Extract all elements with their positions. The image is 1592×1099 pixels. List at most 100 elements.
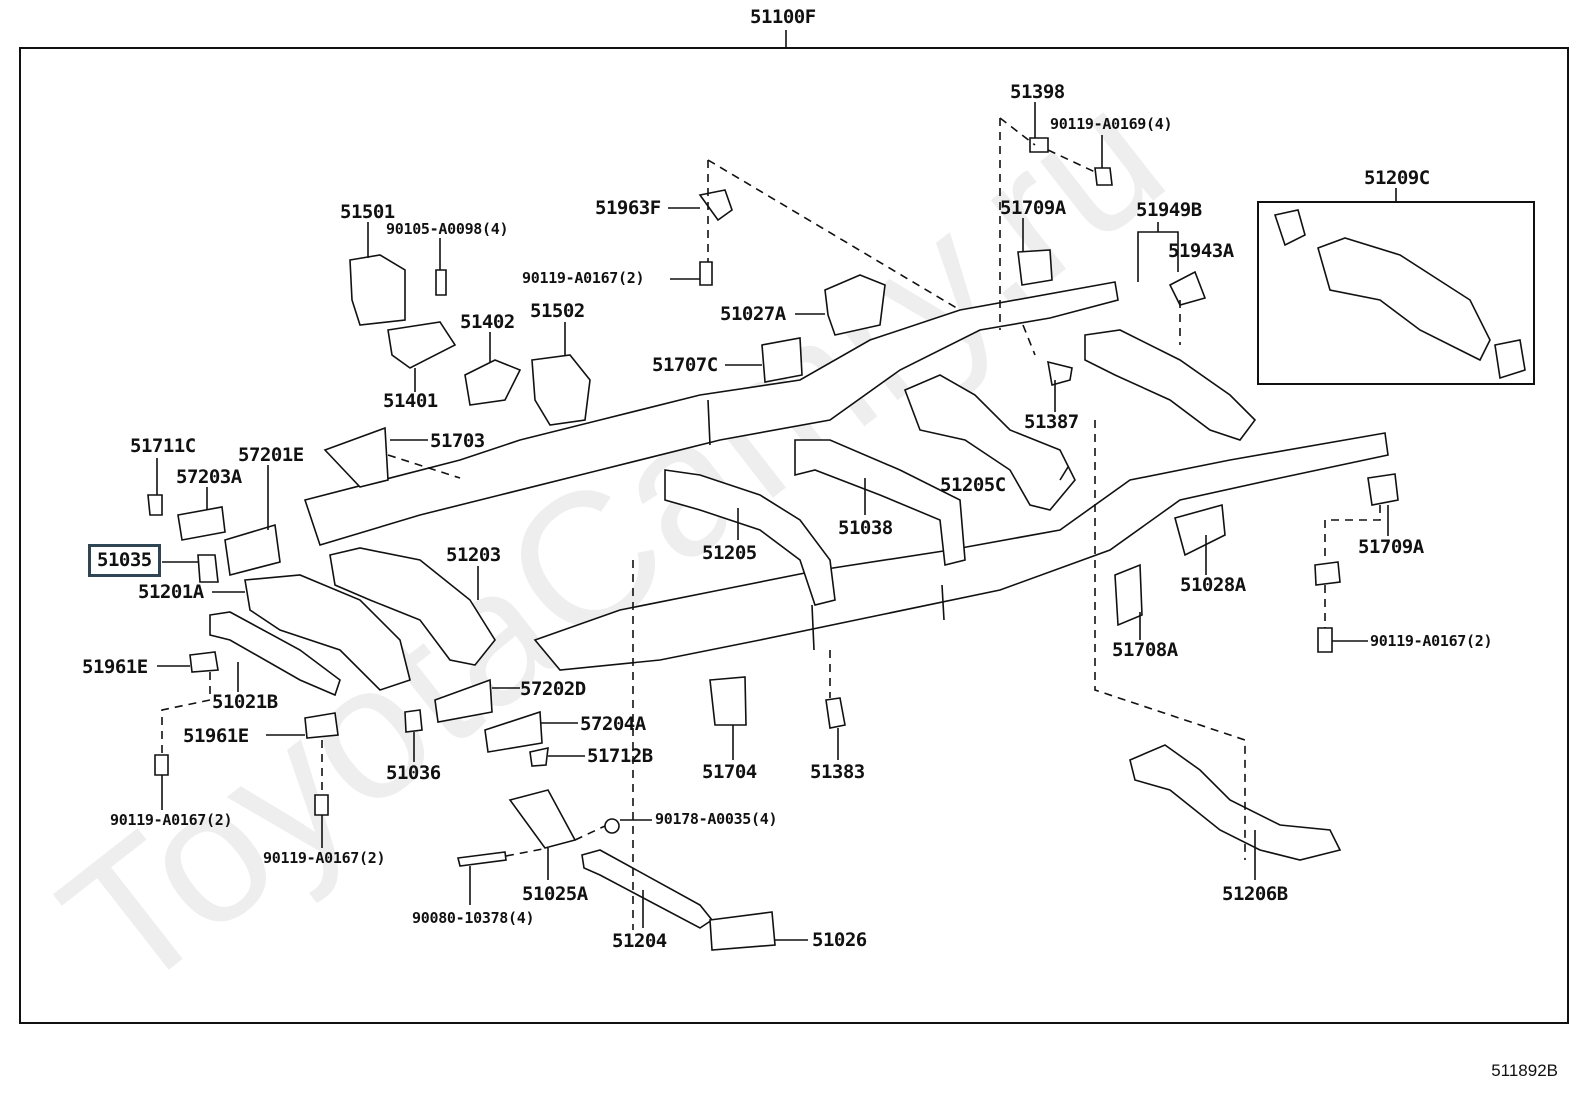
mount-51501[interactable] [349,254,406,326]
label-51501[interactable]: 51501 [340,201,395,223]
bracket-51963f[interactable] [698,189,733,222]
bracket-57201e[interactable] [224,523,281,576]
bracket-51401[interactable] [387,321,457,369]
label-51027a[interactable]: 51027A [720,303,786,325]
bolt-90080-10378[interactable] [457,851,507,867]
label-51711c[interactable]: 51711C [130,435,196,457]
clip-51961e-upper[interactable] [189,651,219,673]
label-51398[interactable]: 51398 [1010,81,1065,103]
clip-51711c[interactable] [147,494,163,516]
label-51502[interactable]: 51502 [530,300,585,322]
label-51038[interactable]: 51038 [838,517,893,539]
label-51387[interactable]: 51387 [1024,411,1079,433]
bolt-90119-a0167-mid[interactable] [314,794,329,816]
crossmember-51038[interactable] [794,439,966,566]
clip-51383[interactable] [825,697,846,729]
label-51401[interactable]: 51401 [383,390,438,412]
mount-51502[interactable] [531,354,591,426]
label-51949b[interactable]: 51949B [1136,199,1202,221]
bracket-51026[interactable] [709,911,776,951]
label-51204[interactable]: 51204 [612,930,667,952]
bracket-51709a-lower[interactable] [1367,473,1399,506]
bolt-90119-a0167-right[interactable] [1317,627,1333,653]
label-90080-10378[interactable]: 90080-10378(4) [412,909,535,927]
crossmember-51021b[interactable] [209,611,341,697]
clip-51712b[interactable] [529,746,549,767]
clip-51398[interactable] [1029,137,1049,153]
label-assembly-51100f[interactable]: 51100F [750,6,816,28]
label-90119-a0169[interactable]: 90119-A0169(4) [1050,115,1173,133]
label-51206b[interactable]: 51206B [1222,883,1288,905]
bolt-90105-a0098[interactable] [435,269,447,296]
label-90105-a0098[interactable]: 90105-A0098(4) [386,220,509,238]
label-51708a[interactable]: 51708A [1112,639,1178,661]
nut-90178-a0035[interactable] [604,818,620,834]
bracket-51025a[interactable] [508,789,577,849]
label-90119-a0167-left[interactable]: 90119-A0167(2) [110,811,233,829]
label-51203[interactable]: 51203 [446,544,501,566]
label-51026[interactable]: 51026 [812,929,867,951]
bracket-51402[interactable] [464,359,522,406]
crossmember-51205[interactable] [664,469,836,606]
part-51209c[interactable] [1273,209,1526,380]
bracket-57204a[interactable] [484,710,543,753]
label-57203a[interactable]: 57203A [176,466,242,488]
label-51209c[interactable]: 51209C [1364,167,1430,189]
bracket-51027a[interactable] [824,274,886,336]
bracket-51704[interactable] [709,676,747,726]
label-51712b[interactable]: 51712B [587,745,653,767]
label-90119-a0167-mid[interactable]: 90119-A0167(2) [263,849,386,867]
bracket-51703[interactable] [323,426,389,488]
bracket-51709a-upper[interactable] [1017,249,1053,286]
bracket-57202d[interactable] [434,678,493,723]
label-51028a[interactable]: 51028A [1180,574,1246,596]
label-90119-a0167-right[interactable]: 90119-A0167(2) [1370,632,1493,650]
label-51035-highlighted[interactable]: 51035 [88,544,161,577]
label-57201e[interactable]: 57201E [238,444,304,466]
label-57204a[interactable]: 57204A [580,713,646,735]
bracket-51707c[interactable] [761,337,803,383]
bracket-51035[interactable] [197,554,219,583]
crossmember-51949b[interactable] [1084,329,1257,441]
crossmember-51206b[interactable] [1129,744,1342,861]
label-51709a-upper[interactable]: 51709A [1000,197,1066,219]
clip-51961e-lower[interactable] [304,712,339,739]
bolt-90119-a0167-left[interactable] [154,754,169,776]
label-51943a[interactable]: 51943A [1168,240,1234,262]
bolt-90119-a0167-top[interactable] [699,261,713,286]
label-51383[interactable]: 51383 [810,761,865,783]
label-51709a-lower[interactable]: 51709A [1358,536,1424,558]
bracket-51028a[interactable] [1174,503,1226,557]
bracket-57203a[interactable] [177,506,226,541]
crossmember-51205c[interactable] [903,374,1076,511]
label-51201a[interactable]: 51201A [138,581,204,603]
label-90119-a0167-top[interactable]: 90119-A0167(2) [522,269,645,287]
label-51707c[interactable]: 51707C [652,354,718,376]
bracket-51387[interactable] [1047,360,1073,387]
bracket-51943a[interactable] [1168,270,1207,306]
label-51205c[interactable]: 51205C [940,474,1006,496]
label-51021b[interactable]: 51021B [212,691,278,713]
mount-lower-right[interactable] [1314,561,1341,586]
diagram-id: 511892B [1491,1061,1558,1080]
frame-rail-left[interactable] [303,281,1119,546]
label-51036[interactable]: 51036 [386,762,441,784]
crossmember-51203[interactable] [329,547,496,666]
label-57202d[interactable]: 57202D [520,678,586,700]
label-51963f[interactable]: 51963F [595,197,661,219]
label-51704[interactable]: 51704 [702,761,757,783]
label-51025a[interactable]: 51025A [522,883,588,905]
bolt-90119-a0169[interactable] [1094,167,1113,186]
label-51205[interactable]: 51205 [702,542,757,564]
bracket-51708a[interactable] [1114,563,1143,627]
label-51961e-upper[interactable]: 51961E [82,656,148,678]
label-51402[interactable]: 51402 [460,311,515,333]
crossmember-51204[interactable] [581,849,714,929]
bracket-51036[interactable] [404,709,423,733]
label-51703[interactable]: 51703 [430,430,485,452]
label-90178-a0035[interactable]: 90178-A0035(4) [655,810,778,828]
label-51961e-lower[interactable]: 51961E [183,725,249,747]
crossmember-51201a[interactable] [244,574,411,691]
